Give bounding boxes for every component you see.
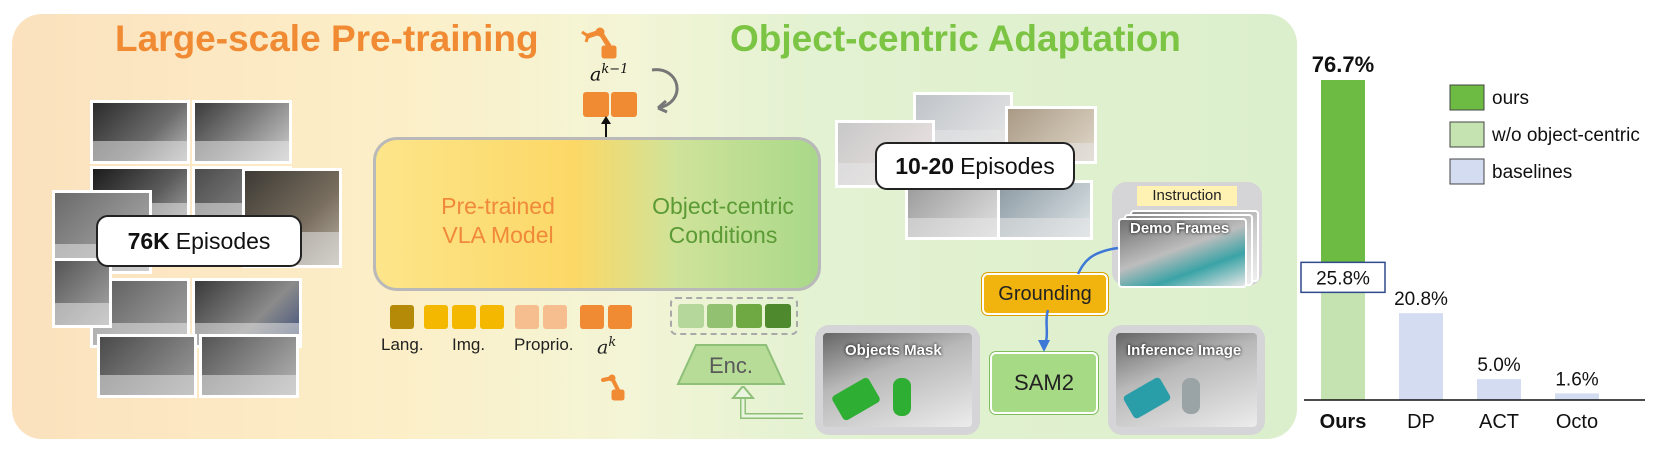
img-token-1 bbox=[424, 305, 448, 329]
condition-tokens-group bbox=[670, 297, 798, 335]
output-arrow bbox=[601, 116, 611, 138]
pretraining-episode-word: Episodes bbox=[175, 227, 271, 254]
legend-label-w-o-object-centric: w/o object-centric bbox=[1491, 125, 1640, 146]
lang-token-label: Lang. bbox=[381, 335, 424, 354]
encoder-input-arrow bbox=[730, 386, 803, 419]
object-centric-conditions-label: Object-centric Conditions bbox=[630, 192, 816, 250]
grounding-flow-arrows bbox=[1038, 246, 1119, 352]
tick-label-ours: Ours bbox=[1320, 411, 1367, 433]
inference-object-2 bbox=[1182, 378, 1200, 414]
value-label-box-wo bbox=[1300, 261, 1386, 294]
bar-dp-baselines bbox=[1399, 313, 1443, 400]
grounding-block: Grounding bbox=[982, 273, 1108, 315]
pretrained-line: Pre-trained bbox=[441, 193, 555, 219]
bar-ours-w-o-object-centric bbox=[1321, 292, 1365, 400]
legend-swatch-baselines bbox=[1449, 158, 1485, 185]
tick-label-octo: Octo bbox=[1556, 411, 1598, 433]
tick-label-act: ACT bbox=[1479, 411, 1519, 433]
robot-arm-icon bbox=[581, 27, 617, 59]
value-label-ours: 76.7% bbox=[1312, 52, 1374, 77]
bar-octo-baselines bbox=[1555, 393, 1599, 400]
proprio-token-label: Proprio. bbox=[514, 335, 574, 354]
pretrained-vla-label: Pre-trained VLA Model bbox=[418, 192, 578, 250]
pretraining-episodes-label: 76K Episodes bbox=[96, 215, 302, 267]
action-token-1 bbox=[580, 305, 604, 329]
legend-label-ours: ours bbox=[1492, 88, 1529, 109]
pretraining-title: Large-scale Pre-training bbox=[115, 18, 539, 59]
objects-mask-title: Objects Mask bbox=[845, 342, 942, 359]
tick-label-dp: DP bbox=[1407, 411, 1435, 433]
action-previous-label: ak−1 bbox=[590, 62, 629, 86]
condition-token-3 bbox=[736, 304, 762, 328]
inference-image-title: Inference Image bbox=[1127, 342, 1242, 359]
legend-swatch-ours bbox=[1449, 84, 1485, 111]
condition-token-4 bbox=[765, 304, 791, 328]
encoder-label: Enc. bbox=[708, 353, 754, 378]
condition-token-1 bbox=[678, 304, 704, 328]
value-label-wo-object-centric: 25.8% bbox=[1316, 268, 1370, 289]
action-token-2 bbox=[608, 305, 632, 329]
adaptation-title: Object-centric Adaptation bbox=[730, 18, 1181, 59]
vla-model-line: VLA Model bbox=[442, 222, 554, 248]
mask-object-2 bbox=[893, 378, 911, 416]
img-token-label: Img. bbox=[452, 335, 486, 354]
robot-arm-icon-bottom bbox=[601, 374, 625, 401]
img-token-3 bbox=[480, 305, 504, 329]
proprio-token-2 bbox=[543, 305, 567, 329]
proprio-token-1 bbox=[515, 305, 539, 329]
action-output-token-1 bbox=[583, 92, 609, 117]
loop-arrow-icon bbox=[651, 68, 679, 114]
object-centric-line: Object-centric bbox=[652, 193, 794, 219]
adaptation-episode-word: Episodes bbox=[960, 152, 1055, 179]
adaptation-episode-count: 10-20 bbox=[895, 152, 955, 179]
success-rate-chart: Ours DP ACT Octo 76.7% 25.8% 20.8% 5.0% 1.6% ours… bbox=[1300, 52, 1645, 433]
value-label-act: 5.0% bbox=[1477, 355, 1520, 376]
action-token-label: ak bbox=[597, 335, 617, 359]
demo-frames-title: Demo Frames bbox=[1130, 220, 1230, 237]
value-label-octo: 1.6% bbox=[1555, 369, 1598, 390]
legend-label-baselines: baselines bbox=[1492, 162, 1572, 183]
conditions-line: Conditions bbox=[668, 222, 778, 248]
value-label-dp: 20.8% bbox=[1394, 289, 1448, 310]
condition-token-2 bbox=[707, 304, 733, 328]
instruction-tag: Instruction bbox=[1137, 186, 1237, 206]
vla-model-box bbox=[373, 137, 821, 291]
adaptation-episodes-label: 10-20 Episodes bbox=[875, 142, 1075, 190]
legend-swatch-w-o-object-centric bbox=[1449, 121, 1485, 148]
pretraining-episode-count: 76K bbox=[127, 227, 170, 254]
img-token-2 bbox=[452, 305, 476, 329]
sam2-block: SAM2 bbox=[990, 352, 1098, 414]
encoder-block bbox=[676, 344, 786, 385]
bar-act-baselines bbox=[1477, 379, 1521, 400]
action-output-token-2 bbox=[611, 92, 637, 117]
lang-token bbox=[390, 305, 414, 329]
demo-frame-front bbox=[1118, 218, 1247, 288]
